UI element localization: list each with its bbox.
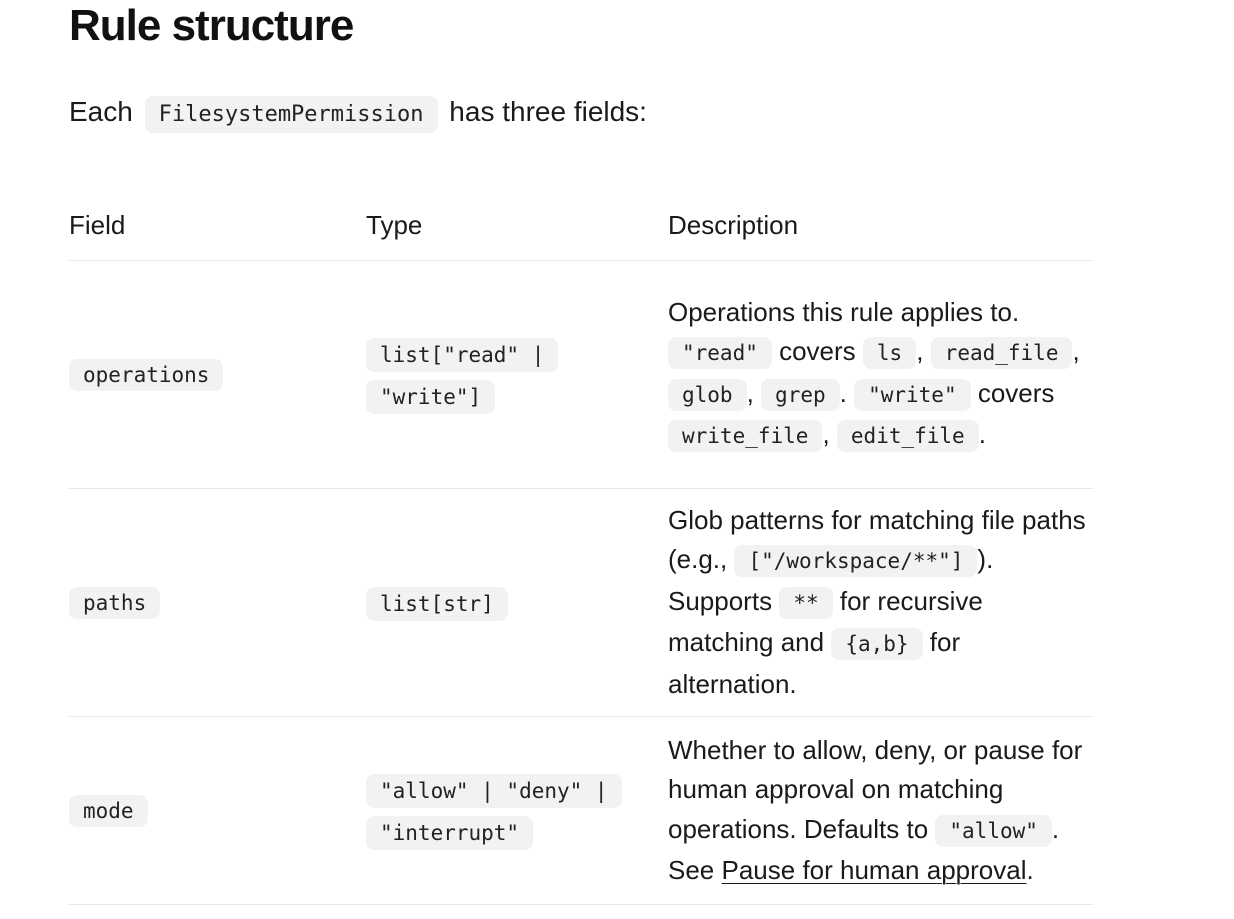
inline-code: {a,b} [831,628,923,661]
inline-code: "allow" [935,814,1052,847]
field-cell: paths [69,488,366,717]
type-cell: list["read" | "write"] [366,260,668,489]
field-cell: operations [69,260,366,489]
fields-table: Field Type Description operations list["… [69,190,1093,905]
pause-approval-link[interactable]: Pause for human approval [721,854,1027,885]
inline-code: edit_file [836,419,979,452]
inline-code: write_file [668,419,823,452]
table-row: paths list[str] Glob patterns for matchi… [69,488,1093,717]
inline-code: "read" [668,337,772,370]
header-field: Field [69,190,366,261]
inline-code: "write" [854,378,971,411]
table-row: operations list["read" | "write"] Operat… [69,260,1093,489]
inline-code: grep [761,378,840,411]
inline-code: glob [668,378,747,411]
description-cell: Glob patterns for matching file paths (e… [668,488,1093,717]
inline-code: ["/workspace/**"] [734,545,978,578]
description-text: Glob patterns for matching file paths (e… [668,504,1086,699]
field-cell: mode [69,716,366,905]
type-cell: list[str] [366,488,668,717]
type-cell: "allow" | "deny" | "interrupt" [366,716,668,905]
field-name-code: operations [69,358,224,391]
inline-code: ls [862,337,917,370]
table-header-row: Field Type Description [69,190,1093,261]
field-name-code: paths [69,586,161,619]
type-code: list[str] [366,586,508,621]
table-row: mode "allow" | "deny" | "interrupt" Whet… [69,716,1093,905]
description-text: Operations this rule applies to. "read" … [668,293,1093,457]
header-description: Description [668,190,1093,261]
field-name-code: mode [69,794,148,827]
description-cell: Operations this rule applies to. "read" … [668,260,1093,489]
inline-code: read_file [930,337,1073,370]
inline-code: ** [779,586,833,619]
type-code: "allow" | "deny" | "interrupt" [366,773,622,850]
description-text: Whether to allow, deny, or pause for hum… [668,734,1083,885]
intro-code-class: FilesystemPermission [144,96,438,133]
intro-prefix: Each [69,96,133,127]
header-type: Type [366,190,668,261]
section-heading: Rule structure [69,1,354,50]
type-code: list["read" | "write"] [366,337,559,414]
description-cell: Whether to allow, deny, or pause for hum… [668,716,1093,905]
intro-paragraph: Each FilesystemPermission has three fiel… [69,90,647,137]
intro-suffix: has three fields: [449,96,647,127]
